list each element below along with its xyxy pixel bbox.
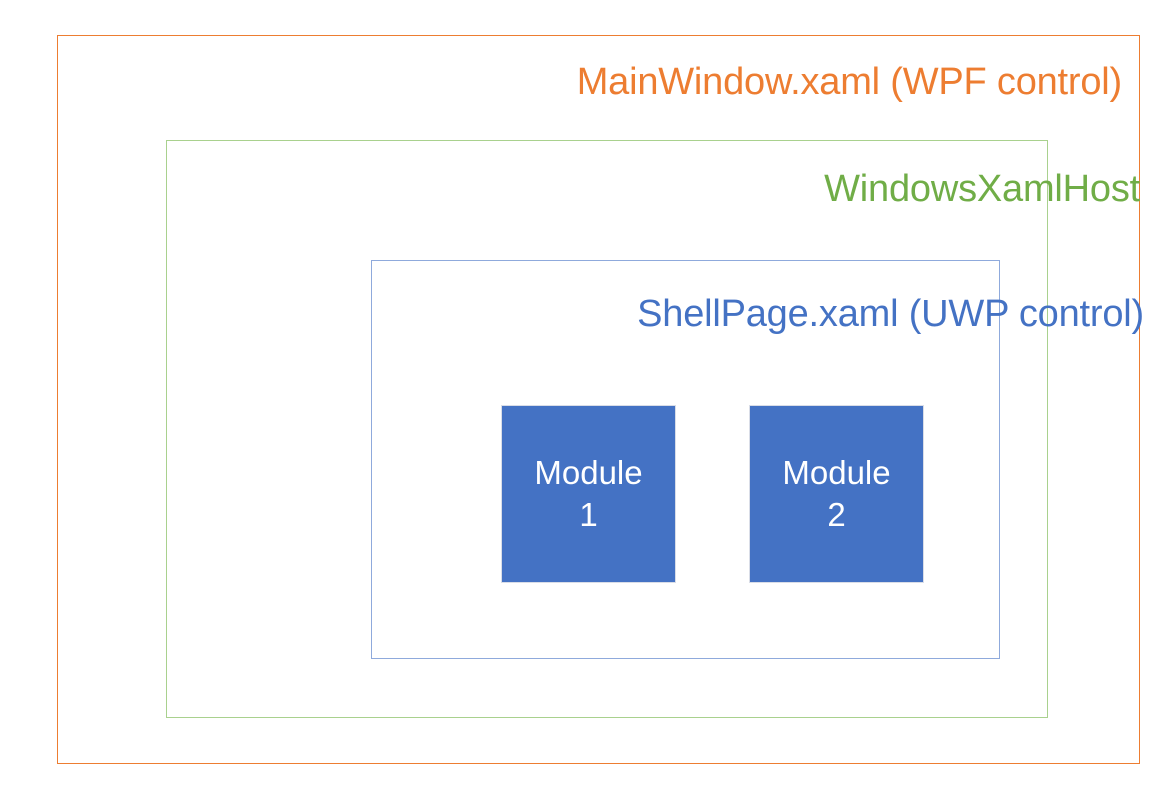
module-tile-2: Module 2 <box>749 405 924 583</box>
module-tile-1: Module 1 <box>501 405 676 583</box>
shellpage-label: ShellPage.xaml (UWP control) <box>637 293 1144 335</box>
shellpage-container-box <box>371 260 1000 659</box>
windowsxamlhost-container-box <box>166 140 1048 718</box>
mainwindow-container-box <box>57 35 1140 764</box>
windowsxamlhost-label: WindowsXamlHost <box>824 168 1140 210</box>
module-tile-1-line1: Module <box>534 454 643 492</box>
mainwindow-label: MainWindow.xaml (WPF control) <box>576 61 1123 103</box>
module-tile-2-line2: 2 <box>827 496 846 533</box>
module-tile-2-line1: Module <box>782 454 891 492</box>
module-tile-1-line2: 1 <box>579 496 598 533</box>
